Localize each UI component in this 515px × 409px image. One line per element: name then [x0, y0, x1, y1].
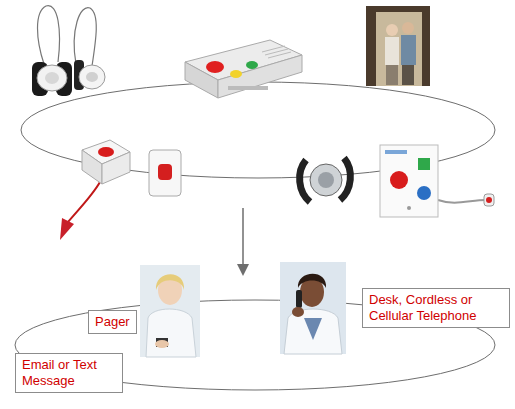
wall-unit-part: [417, 186, 431, 200]
wall-unit-part: [380, 145, 438, 217]
base-unit-part: [218, 55, 302, 98]
wall-unit-part: [418, 158, 430, 170]
base-unit: [185, 40, 302, 98]
doctor-photo: [280, 262, 346, 354]
wrist-button-part: [318, 172, 334, 188]
label-box: Pager: [88, 310, 137, 334]
people-photo-part: [366, 6, 430, 86]
pendant-devices-part: [74, 8, 96, 66]
label-box: Email or Text Message: [15, 353, 123, 393]
box-label: Pager: [95, 314, 130, 330]
wrist-button-part: [300, 160, 310, 202]
doctor-photo-part: [304, 318, 322, 340]
wall-unit-part: [484, 194, 494, 206]
base-unit-part: [206, 61, 224, 73]
wall-unit: [380, 145, 494, 217]
call-button: [149, 150, 181, 196]
wall-unit-part: [407, 206, 411, 210]
wall-unit-part: [390, 171, 408, 189]
pendant-devices: [32, 6, 105, 96]
people-photo-part: [402, 22, 414, 34]
doctor-photo-part: [280, 262, 346, 354]
wrist-button-part: [310, 164, 342, 196]
people-photo-part: [376, 12, 422, 86]
nurse-photo: [140, 265, 200, 357]
people-photo: [366, 6, 430, 86]
flow-arrow: [237, 208, 249, 276]
base-unit-part: [246, 61, 258, 69]
nurse-photo-part: [146, 309, 196, 357]
base-unit-part: [262, 46, 291, 58]
nurse-photo-part: [156, 274, 184, 290]
doctor-photo-part: [296, 290, 302, 308]
pendant-devices-part: [37, 65, 67, 91]
pull-cord-unit-part: [68, 182, 100, 222]
pendant-devices-part: [79, 65, 105, 89]
pull-cord-unit: [60, 140, 130, 240]
pull-cord-unit-part: [60, 218, 74, 240]
doctor-photo-part: [298, 274, 326, 288]
pull-cord-unit-part: [98, 147, 114, 157]
base-unit-part: [230, 70, 242, 78]
pull-cord-unit-part: [82, 150, 102, 184]
flow-arrow-part: [237, 264, 249, 276]
wall-unit-part: [438, 200, 486, 203]
doctor-photo-part: [284, 309, 342, 354]
wrist-button: [300, 158, 351, 202]
box-label: Email or Text Message: [22, 357, 116, 389]
box-label: Desk, Cordless or Cellular Telephone: [369, 292, 503, 324]
wall-unit-part: [486, 197, 492, 203]
people-photo-part: [386, 65, 398, 85]
wall-unit-part: [385, 150, 407, 154]
pendant-devices-part: [45, 72, 59, 84]
nurse-photo-part: [155, 340, 169, 348]
pendant-devices-part: [86, 72, 98, 82]
nurse-photo-part: [140, 265, 200, 357]
people-photo-part: [401, 35, 416, 65]
people-photo-part: [402, 65, 414, 85]
call-button-part: [158, 164, 172, 180]
nurse-photo-part: [156, 338, 168, 347]
people-photo-part: [385, 37, 399, 65]
flow-arrow-part: [242, 208, 244, 266]
doctor-photo-part: [292, 307, 304, 317]
people-photo-part: [386, 24, 398, 36]
pendant-devices-part: [38, 6, 60, 64]
label-box: Desk, Cordless or Cellular Telephone: [362, 288, 510, 328]
base-unit-part: [228, 86, 268, 90]
call-button-part: [149, 150, 181, 196]
